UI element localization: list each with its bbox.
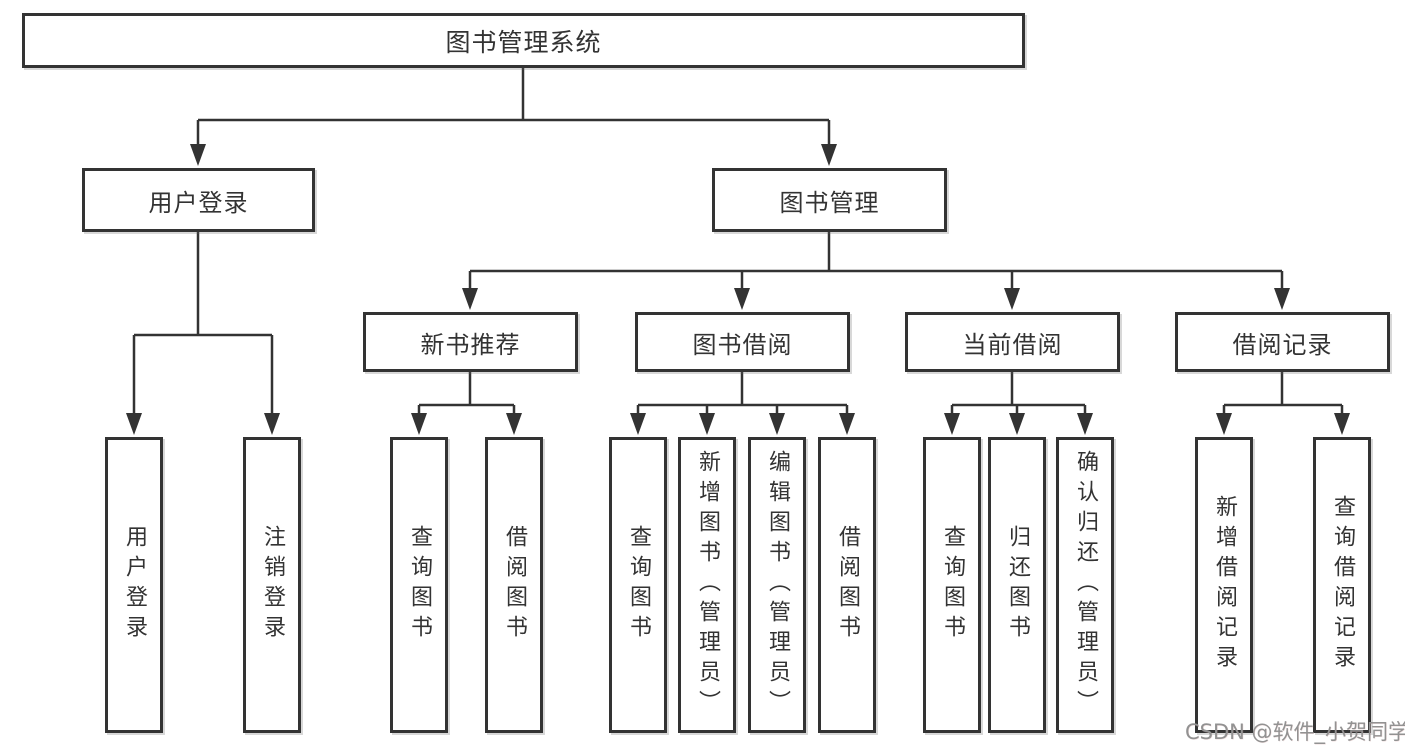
leaf-add-borrow-record: 新增借阅记录 bbox=[1195, 437, 1253, 733]
node-label: 确认归还（管理员） bbox=[1073, 450, 1098, 720]
leaf-confirm-return-admin: 确认归还（管理员） bbox=[1056, 437, 1114, 733]
node-book-management: 图书管理 bbox=[712, 168, 947, 232]
node-label: 新增图书（管理员） bbox=[695, 450, 720, 720]
leaf-logout: 注销登录 bbox=[243, 437, 301, 733]
leaf-query-books-borrowing: 查询图书 bbox=[609, 437, 667, 733]
csdn-watermark: CSDN @软件_小贺同学 bbox=[1185, 720, 1405, 744]
node-new-book-recommendation: 新书推荐 bbox=[363, 312, 578, 372]
node-label: 新增借阅记录 bbox=[1212, 495, 1237, 675]
leaf-borrow-books: 借阅图书 bbox=[818, 437, 876, 733]
node-label: 查询图书 bbox=[626, 525, 651, 645]
node-label: 查询图书 bbox=[407, 525, 432, 645]
node-label: 借阅记录 bbox=[1232, 330, 1333, 359]
leaf-user-login: 用户登录 bbox=[105, 437, 163, 733]
node-label: 用户登录 bbox=[148, 188, 249, 217]
node-label: 借阅图书 bbox=[835, 525, 860, 645]
node-label: 查询借阅记录 bbox=[1330, 495, 1355, 675]
node-label: 当前借阅 bbox=[962, 330, 1063, 359]
node-label: 图书管理系统 bbox=[445, 27, 602, 57]
node-label: 编辑图书（管理员） bbox=[765, 450, 790, 720]
node-label: 图书管理 bbox=[779, 188, 880, 217]
node-label: 注销登录 bbox=[260, 525, 285, 645]
node-label: 归还图书 bbox=[1005, 525, 1030, 645]
node-label: 图书借阅 bbox=[692, 330, 793, 359]
node-book-borrowing: 图书借阅 bbox=[635, 312, 850, 372]
leaf-query-books-recommend: 查询图书 bbox=[390, 437, 448, 733]
node-label: 新书推荐 bbox=[420, 330, 521, 359]
leaf-add-books-admin: 新增图书（管理员） bbox=[678, 437, 736, 733]
node-label: 借阅图书 bbox=[502, 525, 527, 645]
leaf-query-borrow-record: 查询借阅记录 bbox=[1313, 437, 1371, 733]
node-label: 查询图书 bbox=[940, 525, 965, 645]
leaf-return-books: 归还图书 bbox=[988, 437, 1046, 733]
leaf-borrow-books-recommend: 借阅图书 bbox=[485, 437, 543, 733]
node-current-borrowing: 当前借阅 bbox=[905, 312, 1120, 372]
node-library-management-system: 图书管理系统 bbox=[22, 13, 1025, 68]
leaf-query-books-current: 查询图书 bbox=[923, 437, 981, 733]
leaf-edit-books-admin: 编辑图书（管理员） bbox=[748, 437, 806, 733]
node-label: 用户登录 bbox=[122, 525, 147, 645]
node-user-login: 用户登录 bbox=[82, 168, 315, 232]
node-borrowing-records: 借阅记录 bbox=[1175, 312, 1390, 372]
